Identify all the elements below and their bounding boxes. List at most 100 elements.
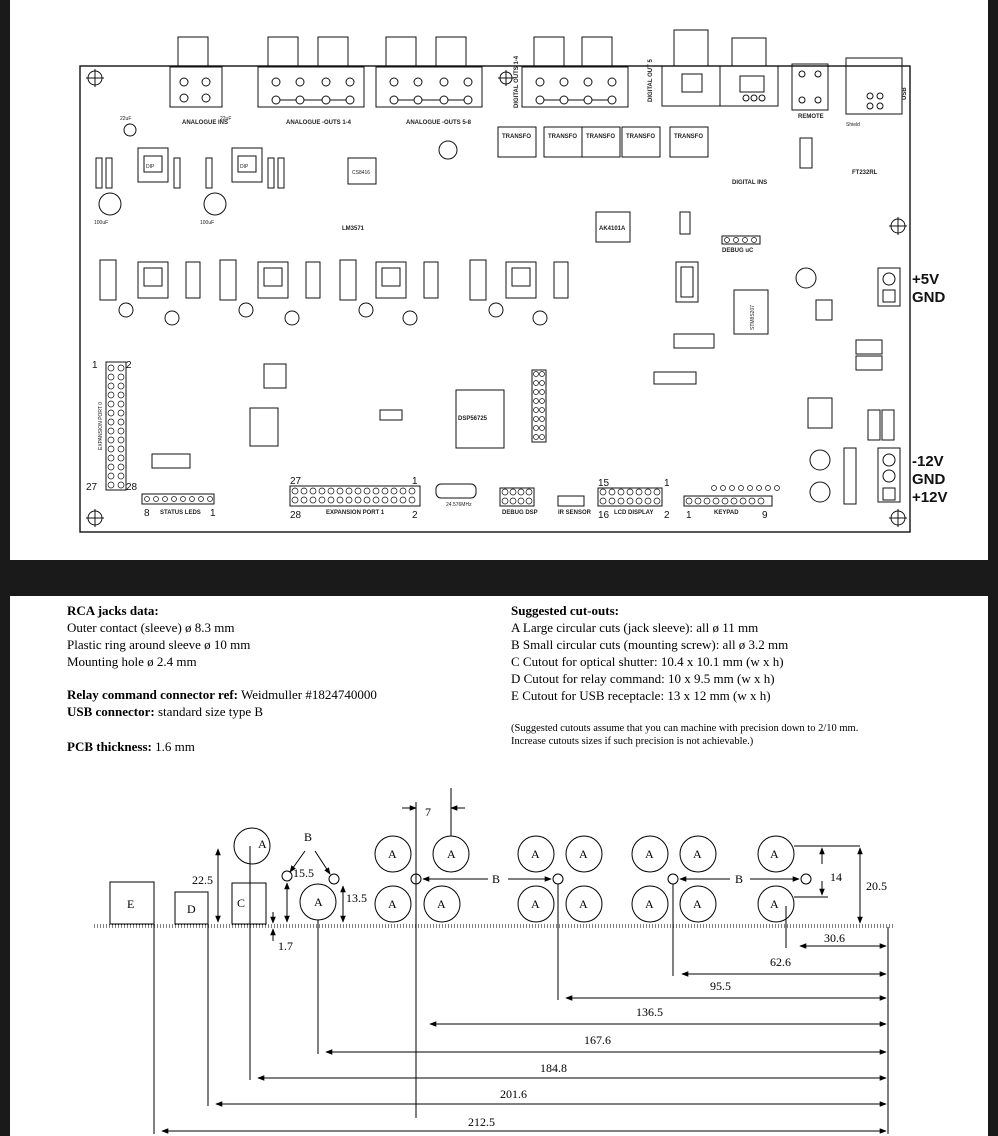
rca-line: Plastic ring around sleeve ø 10 mm xyxy=(67,637,251,652)
cutout-b xyxy=(800,873,812,885)
dim-7: 7 xyxy=(425,805,431,819)
header-pin xyxy=(354,496,362,504)
pcb-thickness-section: PCB thickness: 1.6 mm xyxy=(67,738,195,755)
cutout-a xyxy=(565,835,603,873)
analogue-output-stage-1 xyxy=(99,259,201,326)
pin-ep0-27: 27 xyxy=(86,482,98,493)
ir-sensor-header xyxy=(557,495,585,507)
analogue-input-stage-1 xyxy=(95,123,181,216)
header-pin xyxy=(501,497,509,505)
cutout-a xyxy=(631,885,669,923)
header-pin xyxy=(509,497,517,505)
ic-stm8s207 xyxy=(733,289,769,335)
header-pin xyxy=(539,434,545,440)
header-pin xyxy=(533,425,539,431)
header-pin xyxy=(107,463,115,471)
mounting-hole-icon xyxy=(889,217,907,235)
header-pin xyxy=(626,497,634,505)
header-pin xyxy=(291,487,299,495)
header-pin xyxy=(327,496,335,504)
header-pin xyxy=(525,497,533,505)
header-pin xyxy=(399,487,407,495)
dim-14: 14 xyxy=(830,870,842,884)
header-pin xyxy=(189,496,195,502)
header-pin xyxy=(653,497,661,505)
cutout-a xyxy=(374,835,412,873)
header-pin xyxy=(608,497,616,505)
dim-212-5: 212.5 xyxy=(468,1115,495,1129)
pin-ep1-28: 28 xyxy=(290,510,302,521)
header-pin xyxy=(408,496,416,504)
header-pin xyxy=(300,487,308,495)
power-label-gnd-2: GND xyxy=(912,471,946,488)
header-pin xyxy=(721,497,729,505)
dim-62-6: 62.6 xyxy=(770,955,791,969)
header-pin xyxy=(539,371,545,377)
label-d: D xyxy=(187,902,196,916)
header-pin xyxy=(117,463,125,471)
label-digital-outs-1-4: DIGITAL OUTS 1-4 xyxy=(514,55,520,108)
label-keypad: KEYPAD xyxy=(714,510,739,516)
ic-cs8416 xyxy=(347,157,377,185)
header-pin xyxy=(533,398,539,404)
header-pin xyxy=(774,485,780,491)
cutouts-section: Suggested cut-outs: A Large circular cut… xyxy=(511,602,788,704)
pin-ep0-1: 1 xyxy=(92,360,98,371)
header-pin xyxy=(336,487,344,495)
cutout-b xyxy=(552,873,564,885)
label-transfo-4: TRANSFO xyxy=(626,134,655,140)
header-pin xyxy=(408,487,416,495)
crystal xyxy=(435,483,477,499)
cutout-spec-panel: RCA jacks data: Outer contact (sleeve) ø… xyxy=(10,596,988,1136)
cutout-a xyxy=(423,885,461,923)
label-ir-sensor: IR SENSOR xyxy=(558,510,592,516)
header-pin xyxy=(117,364,125,372)
relay-value: Weidmuller #1824740000 xyxy=(238,687,377,702)
label-transfo-5: TRANSFO xyxy=(674,134,703,140)
label-analogue-outs-1-4: ANALOGUE -OUTS 1-4 xyxy=(286,120,352,126)
dim-136-5: 136.5 xyxy=(636,1005,663,1019)
header-pin xyxy=(107,427,115,435)
rca-jack-group-digital-outs-1-4 xyxy=(521,36,629,108)
debug-dsp-header xyxy=(499,487,535,507)
relay-label: Relay command connector ref: xyxy=(67,687,239,702)
cap-power-1 xyxy=(795,267,817,289)
label-lcd-display: LCD DISPLAY xyxy=(614,510,653,516)
header-pin xyxy=(635,497,643,505)
header-pin xyxy=(533,416,539,422)
header-pin xyxy=(107,445,115,453)
header-pin xyxy=(626,488,634,496)
label-b: B xyxy=(492,872,500,886)
cutout-line-c: C Cutout for optical shutter: 10.4 x 10.… xyxy=(511,654,784,669)
label-digital-out-5: DIGITAL OUT 5 xyxy=(648,59,654,102)
header-pin xyxy=(107,391,115,399)
header-pin xyxy=(309,487,317,495)
header-pin xyxy=(539,425,545,431)
label-a: A xyxy=(645,847,654,861)
ic-uln2003 xyxy=(151,453,191,469)
mounting-hole-icon xyxy=(86,69,104,87)
pin-ep1-1: 1 xyxy=(412,476,418,487)
usb-value: standard size type B xyxy=(154,704,264,719)
header-pin xyxy=(117,454,125,462)
label-cap-2: 22uF xyxy=(220,116,231,122)
cutout-a xyxy=(374,885,412,923)
label-dip-2: DIP xyxy=(240,164,249,170)
label-stm8s207: STM8S207 xyxy=(750,305,756,330)
header-pin xyxy=(525,488,533,496)
lcd-header xyxy=(597,487,663,507)
rca-line: Mounting hole ø 2.4 mm xyxy=(67,654,197,669)
header-pin xyxy=(712,497,720,505)
power-label-5v: +5V xyxy=(912,271,939,288)
status-leds-header xyxy=(141,493,215,505)
power-label-plus-12v: +12V xyxy=(912,489,947,506)
note-line: (Suggested cutouts assume that you can m… xyxy=(511,723,859,734)
header-pin xyxy=(608,488,616,496)
label-expansion-port-1: EXPANSION PORT 1 xyxy=(326,510,385,516)
header-pin xyxy=(729,485,735,491)
header-pin xyxy=(107,472,115,480)
header-pin xyxy=(107,364,115,372)
header-pin xyxy=(390,496,398,504)
header-pin xyxy=(748,497,756,505)
header-pin xyxy=(533,371,539,377)
